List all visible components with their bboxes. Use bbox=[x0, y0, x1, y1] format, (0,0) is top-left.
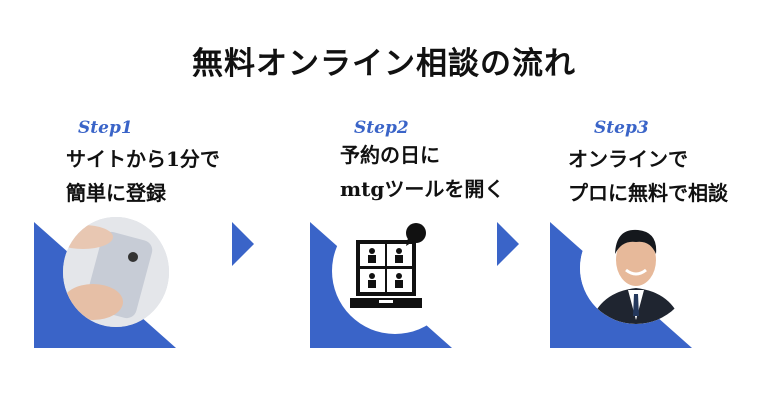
next-arrow-icon bbox=[497, 222, 519, 266]
smartphone-photo bbox=[63, 217, 169, 327]
page-title: 無料オンライン相談の流れ bbox=[192, 46, 576, 82]
step2-line2: mtgツールを開く bbox=[340, 177, 505, 201]
step2-description: 予約の日に mtgツールを開く bbox=[340, 138, 504, 206]
consultant-photo bbox=[580, 212, 692, 324]
step3-line1: オンラインで bbox=[568, 147, 688, 171]
step3-line2: プロに無料で相談 bbox=[568, 181, 728, 205]
step3-label: Step3 bbox=[594, 118, 649, 138]
step1-label: Step1 bbox=[78, 118, 133, 138]
next-arrow-icon bbox=[232, 222, 254, 266]
step1-line1: サイトから1分で bbox=[66, 147, 220, 171]
step1-line2: 簡単に登録 bbox=[66, 181, 166, 205]
step2-line1: 予約の日に bbox=[340, 143, 440, 167]
laptop-video-meeting-icon bbox=[332, 208, 458, 334]
step2-label: Step2 bbox=[354, 118, 409, 138]
step1-description: サイトから1分で簡単に登録 bbox=[66, 142, 220, 210]
step3-description: オンラインでプロに無料で相談 bbox=[568, 142, 728, 210]
